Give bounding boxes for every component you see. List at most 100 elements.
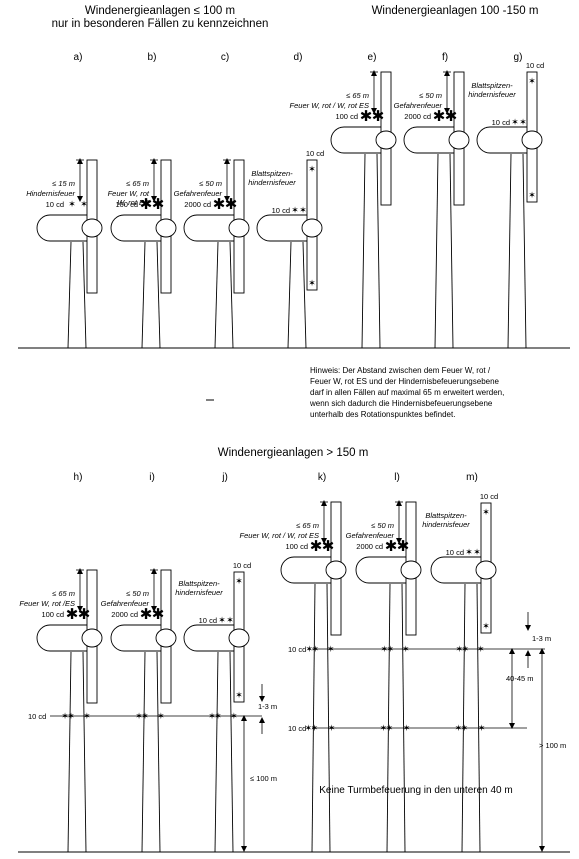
top-candela-m: 10 cd: [480, 492, 498, 501]
tower-left-i: [141, 651, 146, 853]
desc-l2-b: W, rot ES: [117, 198, 149, 207]
tower-star-m-0-a: ✶: [455, 645, 463, 655]
hub-b: [155, 218, 177, 238]
tower-star-k-0-b: ✶: [311, 645, 319, 655]
light-star-h-1: ✱: [66, 605, 79, 623]
note-line-4: wenn sich dadurch die Hindernisbefeuerun…: [309, 399, 493, 408]
tower-star-j-0-c: ✶: [230, 712, 238, 722]
candela-m: 10 cd: [446, 548, 464, 557]
light-star-k-1: ✱: [310, 537, 323, 555]
title-small-line1: Windenergieanlagen ≤ 100 m: [85, 5, 235, 17]
nacelle-k: [280, 556, 334, 584]
tower-left-c: [214, 241, 219, 349]
dist-label-h: ≤ 65 m: [52, 589, 75, 598]
tower-star-k-0-a: ✶: [305, 645, 313, 655]
tower-star-l-0-a: ✶: [380, 645, 388, 655]
tower-left-g: [507, 153, 512, 349]
tower-right-d: [302, 241, 307, 349]
tower-star-k-1-b: ✶: [311, 724, 319, 734]
desc-l2-j: hindernisfeuer: [175, 588, 223, 597]
nacelle-f: [403, 126, 457, 154]
candela-l: 2000 cd: [356, 542, 383, 551]
hub-a: [81, 218, 103, 238]
candela-e: 100 cd: [335, 112, 358, 121]
note-line-1: Hinweis: Der Abstand zwischen dem Feuer …: [310, 366, 491, 375]
top-candela-d: 10 cd: [306, 149, 324, 158]
tower-right-f: [449, 153, 454, 349]
tower-right-a: [82, 241, 87, 349]
tower-star-m-1-b: ✶: [461, 724, 469, 734]
candela-f: 2000 cd: [404, 112, 431, 121]
tower-star-m-1-a: ✶: [455, 724, 463, 734]
tower-star-h-0-a: ✶: [61, 712, 69, 722]
tip-star-bottom-m: ✶: [482, 622, 490, 632]
desc-l1-c: Gefahrenfeuer: [174, 189, 223, 198]
nacelle-m: [430, 556, 484, 584]
desc-l2-m: hindernisfeuer: [422, 520, 470, 529]
tower-star-l-1-a: ✶: [380, 724, 388, 734]
tower-right-e: [376, 153, 381, 349]
tower-star-i-0-a: ✶: [135, 712, 143, 722]
tower-star-l-0-b: ✶: [386, 645, 394, 655]
desc-l1-d: Blattspitzen-: [251, 169, 293, 178]
candela-i: 2000 cd: [111, 610, 138, 619]
tower-left-e: [361, 153, 366, 349]
candela-d: 10 cd: [272, 206, 290, 215]
tower-star-l-1-c: ✶: [403, 724, 411, 734]
desc-l1-m: Blattspitzen-: [425, 511, 467, 520]
hub-e: [375, 130, 397, 150]
candela-g: 10 cd: [492, 118, 510, 127]
tip-star-top-m: ✶: [482, 508, 490, 518]
desc-l1-f: Gefahrenfeuer: [394, 101, 443, 110]
tower-star-m-1-c: ✶: [478, 724, 486, 734]
light-star-c-2: ✱: [225, 195, 238, 213]
tower-left-a: [67, 241, 72, 349]
tower-left-f: [434, 153, 439, 349]
nacelle-a: [36, 214, 90, 242]
dist-label-l: ≤ 50 m: [371, 521, 394, 530]
tower-star-m-0-c: ✶: [477, 645, 485, 655]
light-star-k-2: ✱: [322, 537, 335, 555]
candela-a: 10 cd: [46, 200, 64, 209]
tower-right-h: [82, 651, 87, 853]
light-star-j-2: ✶: [226, 616, 234, 626]
light-star-g-1: ✶: [511, 118, 519, 128]
tower-spacing-km: 40-45 m: [506, 674, 534, 683]
light-star-b-2: ✱: [152, 195, 165, 213]
note-block: Hinweis: Der Abstand zwischen dem Feuer …: [206, 366, 504, 419]
dist-label-b: ≤ 65 m: [126, 179, 149, 188]
nacelle-i: [110, 624, 164, 652]
tower-left-b: [141, 241, 146, 349]
nacelle-l: [355, 556, 409, 584]
candela-j: 10 cd: [199, 616, 217, 625]
turbine-letter-d: d): [294, 52, 303, 63]
light-star-h-2: ✱: [78, 605, 91, 623]
tower-star-k-0-c: ✶: [327, 645, 335, 655]
tower-left-k: [311, 583, 316, 853]
tip-star-top-j: ✶: [235, 577, 243, 587]
candela-b: 100 cd: [115, 200, 138, 209]
desc-l1-i: Gefahrenfeuer: [101, 599, 150, 608]
tower-star-i-0-b: ✶: [141, 712, 149, 722]
light-star-e-1: ✱: [360, 107, 373, 125]
tower-star-j-0-b: ✶: [214, 712, 222, 722]
tower-star-l-0-c: ✶: [402, 645, 410, 655]
dist-label-f: ≤ 50 m: [419, 91, 442, 100]
desc-l1-h: Feuer W, rot /ES: [19, 599, 75, 608]
light-star-e-2: ✱: [372, 107, 385, 125]
title-small-line2: nur in besonderen Fällen zu kennzeichnen: [52, 18, 269, 30]
hub-l: [400, 560, 422, 580]
tower-right-g: [522, 153, 527, 349]
turbine-letter-m: m): [466, 472, 478, 483]
nacelle-g: [476, 126, 530, 154]
tower-right-i: [156, 651, 161, 853]
tower-star-k-1-a: ✶: [305, 724, 313, 734]
